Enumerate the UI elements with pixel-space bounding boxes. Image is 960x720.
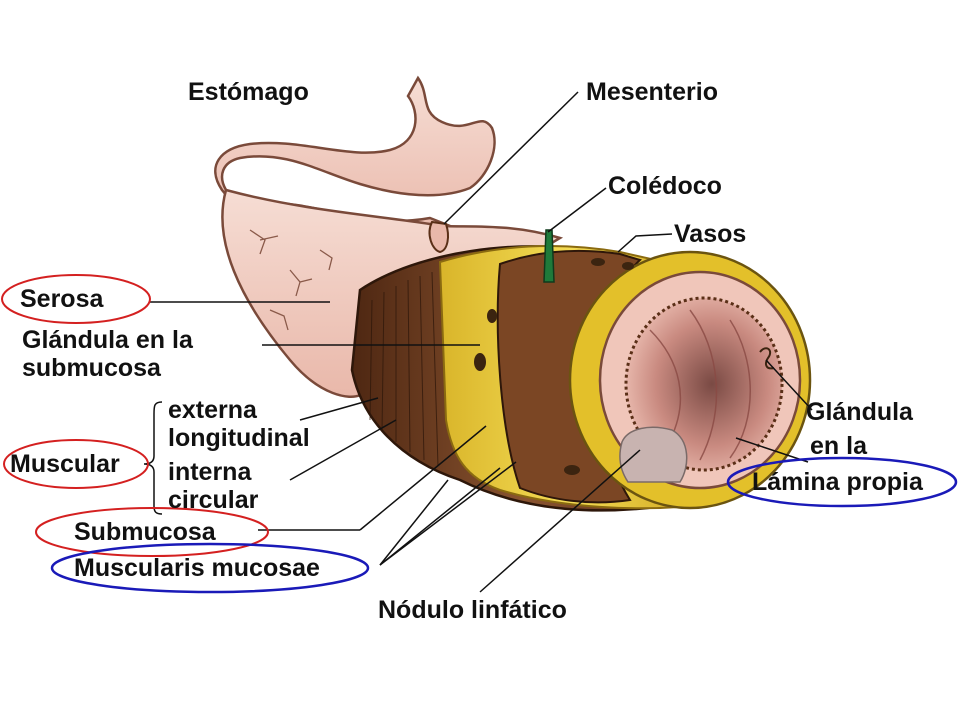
lumen [624, 296, 784, 472]
label-glandula-lamina-line1: Glándula [806, 398, 913, 426]
label-longitudinal: longitudinal [168, 424, 310, 452]
label-serosa: Serosa [20, 285, 104, 313]
label-nodulo-linfatico: Nódulo linfático [378, 596, 567, 624]
muscularis-mucosae-highlight [50, 542, 370, 594]
label-muscular: Muscular [10, 450, 120, 478]
label-lamina-propia: Lámina propia [752, 468, 923, 496]
label-mesenterio: Mesenterio [586, 78, 718, 106]
serosa-highlight [1, 274, 151, 324]
label-externa: externa [168, 396, 257, 424]
label-submucosa: Submucosa [74, 518, 216, 546]
lamina-gland [759, 347, 775, 370]
submucosa-highlight [35, 507, 269, 557]
label-vasos: Vasos [674, 220, 747, 248]
lymph-nodule [619, 426, 688, 483]
muscular-highlight [3, 439, 149, 489]
label-circular: circular [168, 486, 259, 514]
label-glandula-lamina-line2: en la [810, 432, 867, 460]
label-muscularis-mucosae: Muscularis mucosae [74, 554, 320, 582]
label-coledoco: Colédoco [608, 172, 722, 200]
mesentery-attachment [428, 220, 449, 254]
label-glandula-submucosa-line1: Glándula en la [22, 326, 193, 354]
leader-lines [143, 91, 813, 593]
label-estomago: Estómago [188, 78, 309, 106]
vessel-dots [474, 258, 634, 475]
lamina-propia-highlight [726, 456, 958, 508]
bile-duct [543, 229, 555, 283]
label-interna: interna [168, 458, 252, 486]
label-glandula-submucosa-line2: submucosa [22, 354, 161, 382]
lumen-folds [649, 309, 751, 461]
mesentery-vessels [249, 229, 333, 331]
